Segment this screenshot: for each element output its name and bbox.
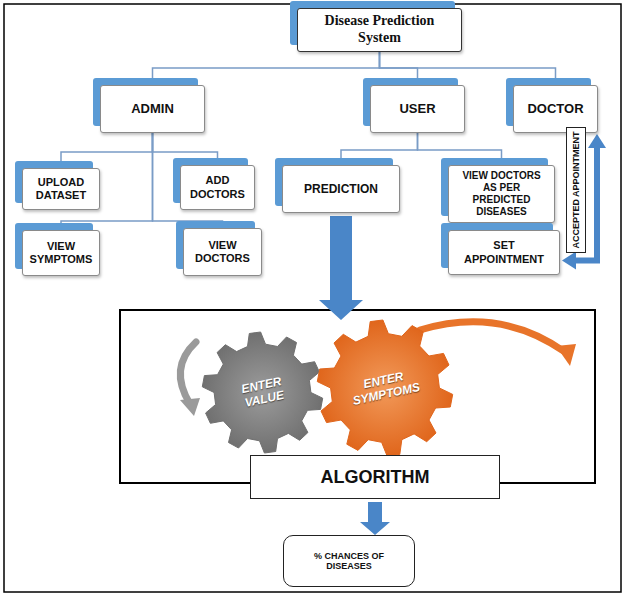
connector xyxy=(360,502,390,535)
box-label: VIEW DOCTORS xyxy=(190,239,255,265)
orange-cycle-arrowhead xyxy=(556,344,576,366)
connector xyxy=(61,133,153,168)
connector xyxy=(319,216,363,320)
box-label: % CHANCES OF DISEASES xyxy=(290,551,408,571)
edge-label: ACCEPTED APPOINTMENT xyxy=(571,131,581,248)
role-box: USER xyxy=(370,85,465,133)
orange-cycle-arrow xyxy=(420,322,565,352)
connector xyxy=(380,52,556,85)
box-label: VIEW SYMPTOMS xyxy=(29,240,93,266)
box-label: DOCTOR xyxy=(527,101,583,117)
tree-line xyxy=(418,133,502,165)
function-box: VIEW DOCTORS xyxy=(183,228,262,276)
algorithm-box: ALGORITHM xyxy=(250,455,500,499)
role-box: DOCTOR xyxy=(513,85,598,133)
gray-cycle-arrow xyxy=(180,342,196,404)
box-label: SET APPOINTMENT xyxy=(455,239,553,265)
function-box: VIEW DOCTORS AS PER PREDICTED DISEASES xyxy=(448,165,555,223)
function-box: PREDICTION xyxy=(282,165,400,213)
box-label: ALGORITHM xyxy=(321,467,430,488)
box-label: Disease Prediction System xyxy=(304,13,455,47)
title-box: Disease Prediction System xyxy=(297,8,462,52)
function-box: UPLOAD DATASET xyxy=(22,168,100,210)
box-label: PREDICTION xyxy=(304,182,378,196)
box-label: UPLOAD DATASET xyxy=(29,176,93,202)
tree-line xyxy=(61,133,153,168)
box-label: ADD DOCTORS xyxy=(187,174,248,200)
arrowhead xyxy=(562,252,576,270)
tree-line xyxy=(341,133,418,165)
box-label: USER xyxy=(399,101,435,117)
connector xyxy=(153,52,380,85)
box-label: ADMIN xyxy=(131,101,174,117)
gray-cycle-arrowhead xyxy=(180,398,200,416)
gear-shape: ENTER VALUE xyxy=(200,330,325,455)
connector xyxy=(418,133,502,165)
outer-frame xyxy=(4,4,621,592)
result-box: % CHANCES OF DISEASES xyxy=(283,535,415,587)
edge-label-box: ACCEPTED APPOINTMENT xyxy=(566,127,586,252)
function-box: VIEW SYMPTOMS xyxy=(22,230,100,276)
gear-shape: ENTER SYMPTOMS xyxy=(315,318,455,458)
role-box: ADMIN xyxy=(100,85,205,133)
box-label: VIEW DOCTORS AS PER PREDICTED DISEASES xyxy=(455,170,548,218)
gear-outline xyxy=(317,320,452,456)
block-arrow xyxy=(319,216,363,320)
tree-line xyxy=(153,52,380,85)
connector xyxy=(153,133,218,165)
block-arrow xyxy=(360,502,390,535)
connector xyxy=(341,133,418,165)
arrowhead xyxy=(588,134,606,148)
function-box: SET APPOINTMENT xyxy=(448,230,560,275)
gear-outline xyxy=(202,332,322,453)
function-box: ADD DOCTORS xyxy=(180,165,255,210)
tree-line xyxy=(153,133,218,165)
tree-line xyxy=(380,52,556,85)
